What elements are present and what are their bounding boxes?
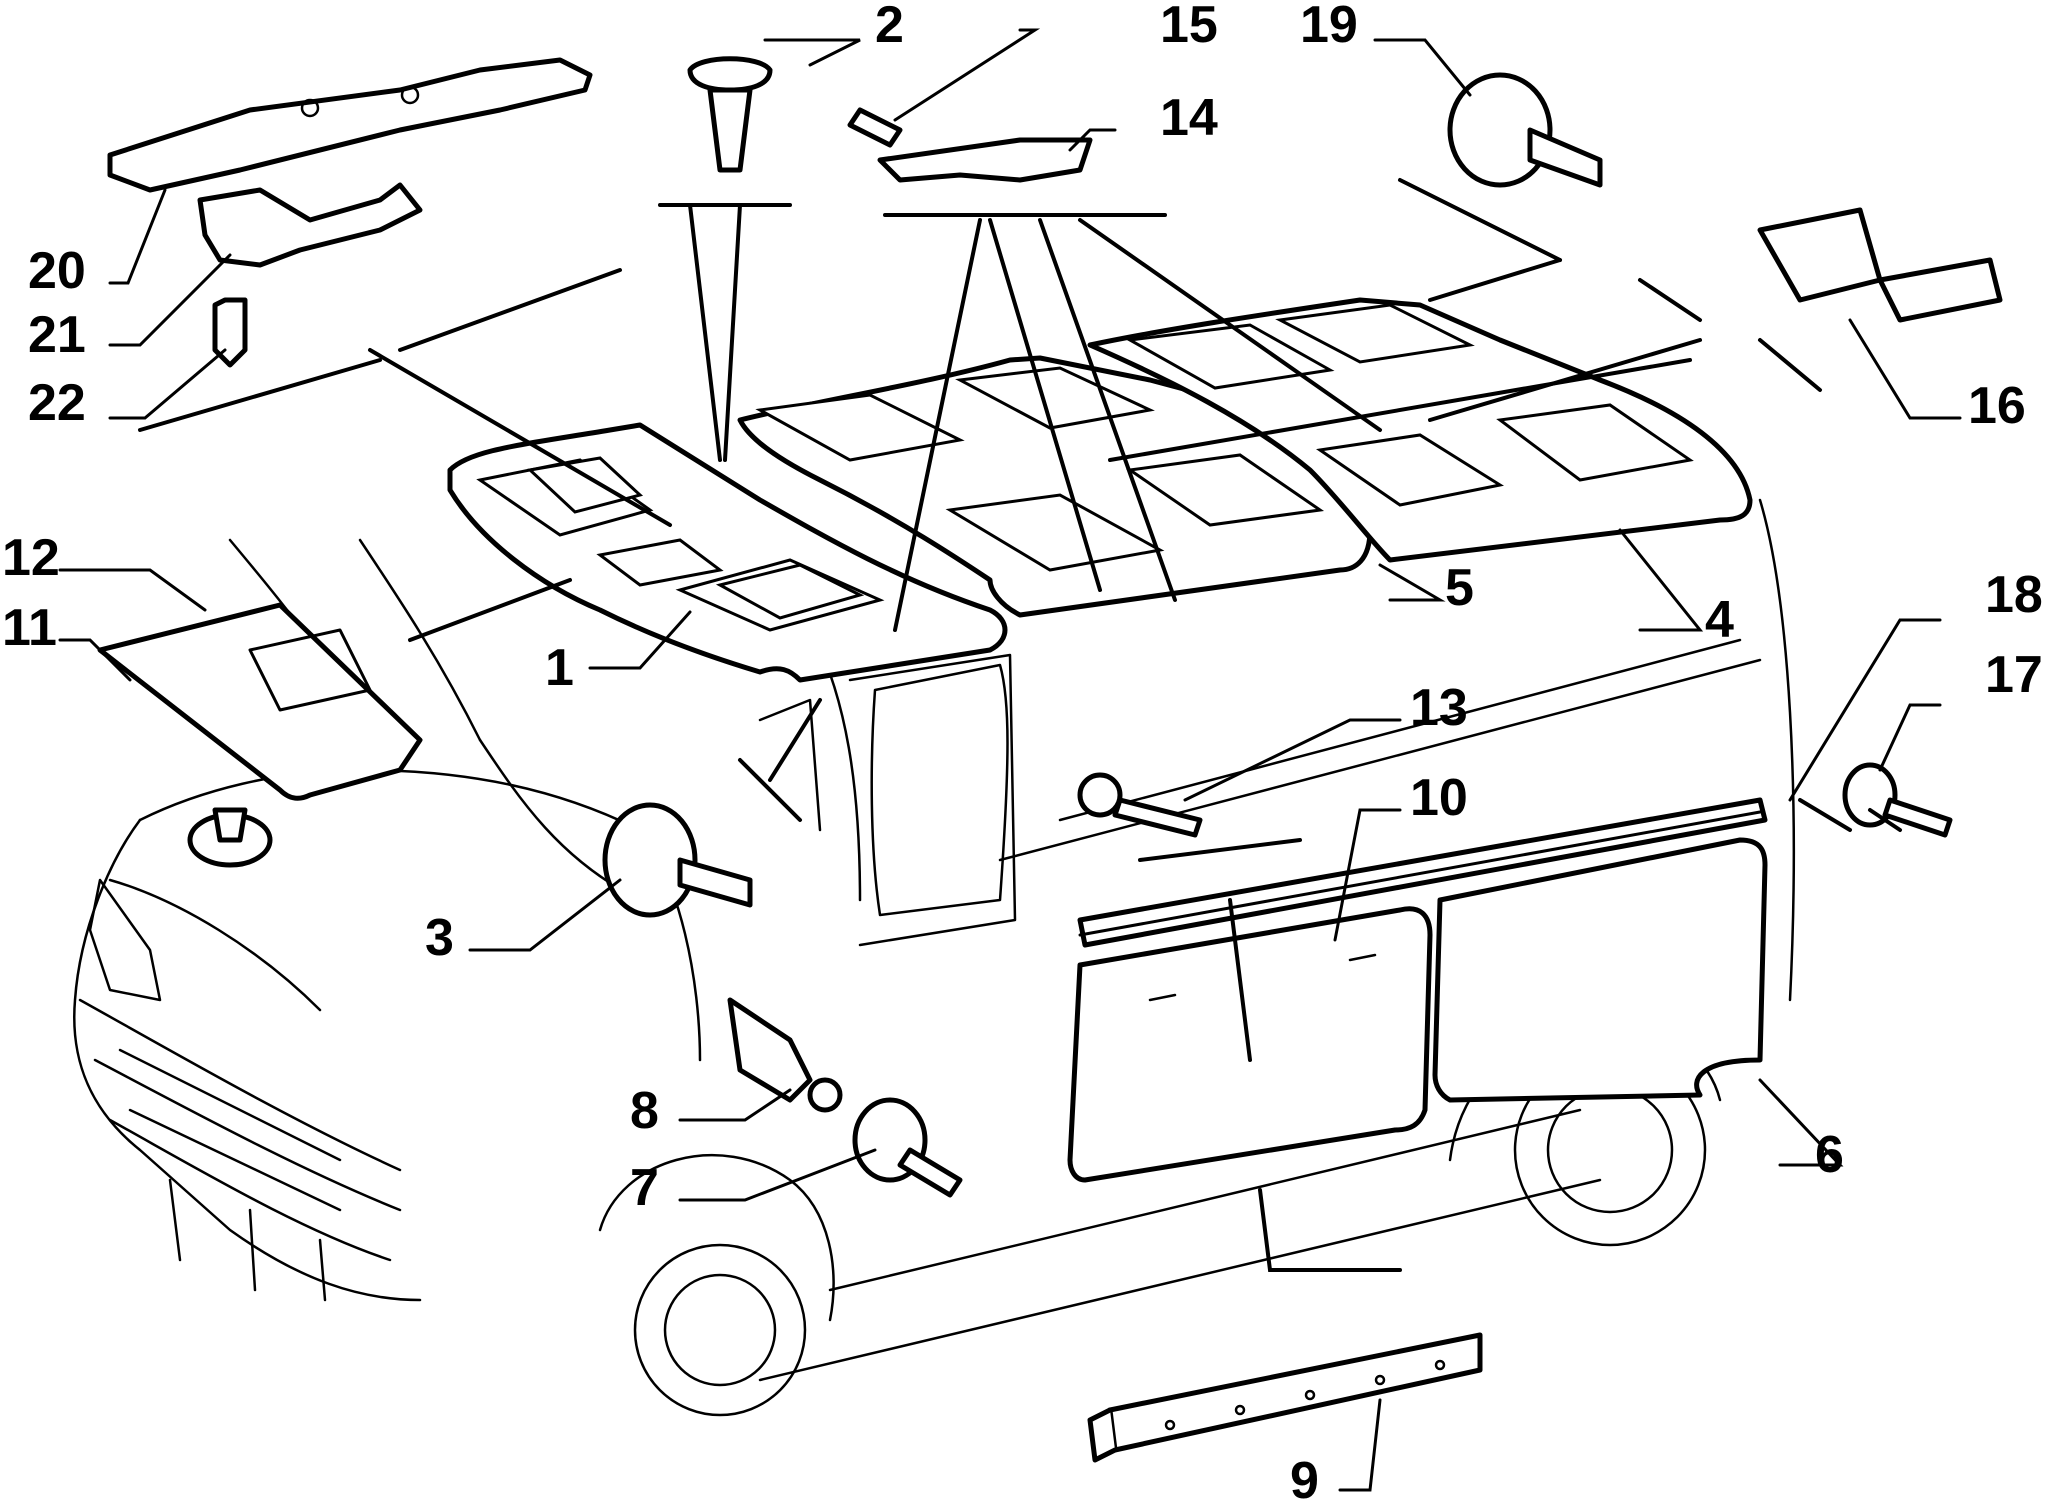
callout-14: 14 (1160, 89, 1218, 147)
callout-13: 13 (1410, 679, 1468, 737)
callout-1: 1 (545, 639, 574, 697)
clip-8 (727, 997, 843, 1113)
callout-22: 22 (28, 374, 86, 432)
grab-handle-14 (877, 137, 1093, 183)
clip-12 (187, 807, 273, 868)
clip-7 (852, 1097, 963, 1198)
screw-22 (212, 297, 248, 368)
callout-4: 4 (1705, 591, 1734, 649)
hinge-bracket-21 (197, 182, 423, 268)
roof-bracket-plate-20 (107, 57, 593, 193)
callout-leader-lines (58, 28, 1962, 1492)
fastener-3 (602, 802, 753, 918)
callout-18: 18 (1985, 566, 2043, 624)
z-bracket-16 (1757, 207, 2003, 323)
callout-20: 20 (28, 242, 86, 300)
callout-3: 3 (425, 909, 454, 967)
callout-15: 15 (1160, 0, 1218, 54)
side-lining-panel-rear (1432, 837, 1768, 1103)
callout-11: 11 (2, 599, 57, 657)
callout-12: 12 (2, 529, 60, 587)
callout-17: 17 (1985, 646, 2043, 704)
callout-16: 16 (1968, 377, 2026, 435)
side-trim-strip-18 (1077, 797, 1768, 948)
callout-8: 8 (630, 1082, 659, 1140)
roof-lining-panel-front (447, 422, 1008, 683)
callout-6: 6 (1815, 1126, 1844, 1184)
bumper-grille-marks (118, 1048, 342, 1302)
callout-9: 9 (1290, 1452, 1319, 1504)
interior-lamp-11 (97, 602, 423, 801)
screw-15 (847, 107, 903, 148)
roof-lining-panel-middle (737, 355, 1373, 618)
callout-2: 2 (875, 0, 904, 54)
callout-7: 7 (630, 1159, 659, 1217)
roof-lining-panel-rear (1087, 297, 1753, 563)
clip-17 (1842, 762, 1953, 838)
pin-13 (1077, 772, 1203, 838)
callout-19: 19 (1300, 0, 1358, 54)
callout-10: 10 (1410, 769, 1468, 827)
fastener-19 (1447, 72, 1603, 188)
callout-21: 21 (28, 306, 86, 364)
sill-trim-strip-9 (1087, 1332, 1483, 1463)
callout-5: 5 (1445, 559, 1474, 617)
assembly-guide-lines (138, 178, 1902, 1272)
push-rivet-2 (687, 56, 773, 173)
